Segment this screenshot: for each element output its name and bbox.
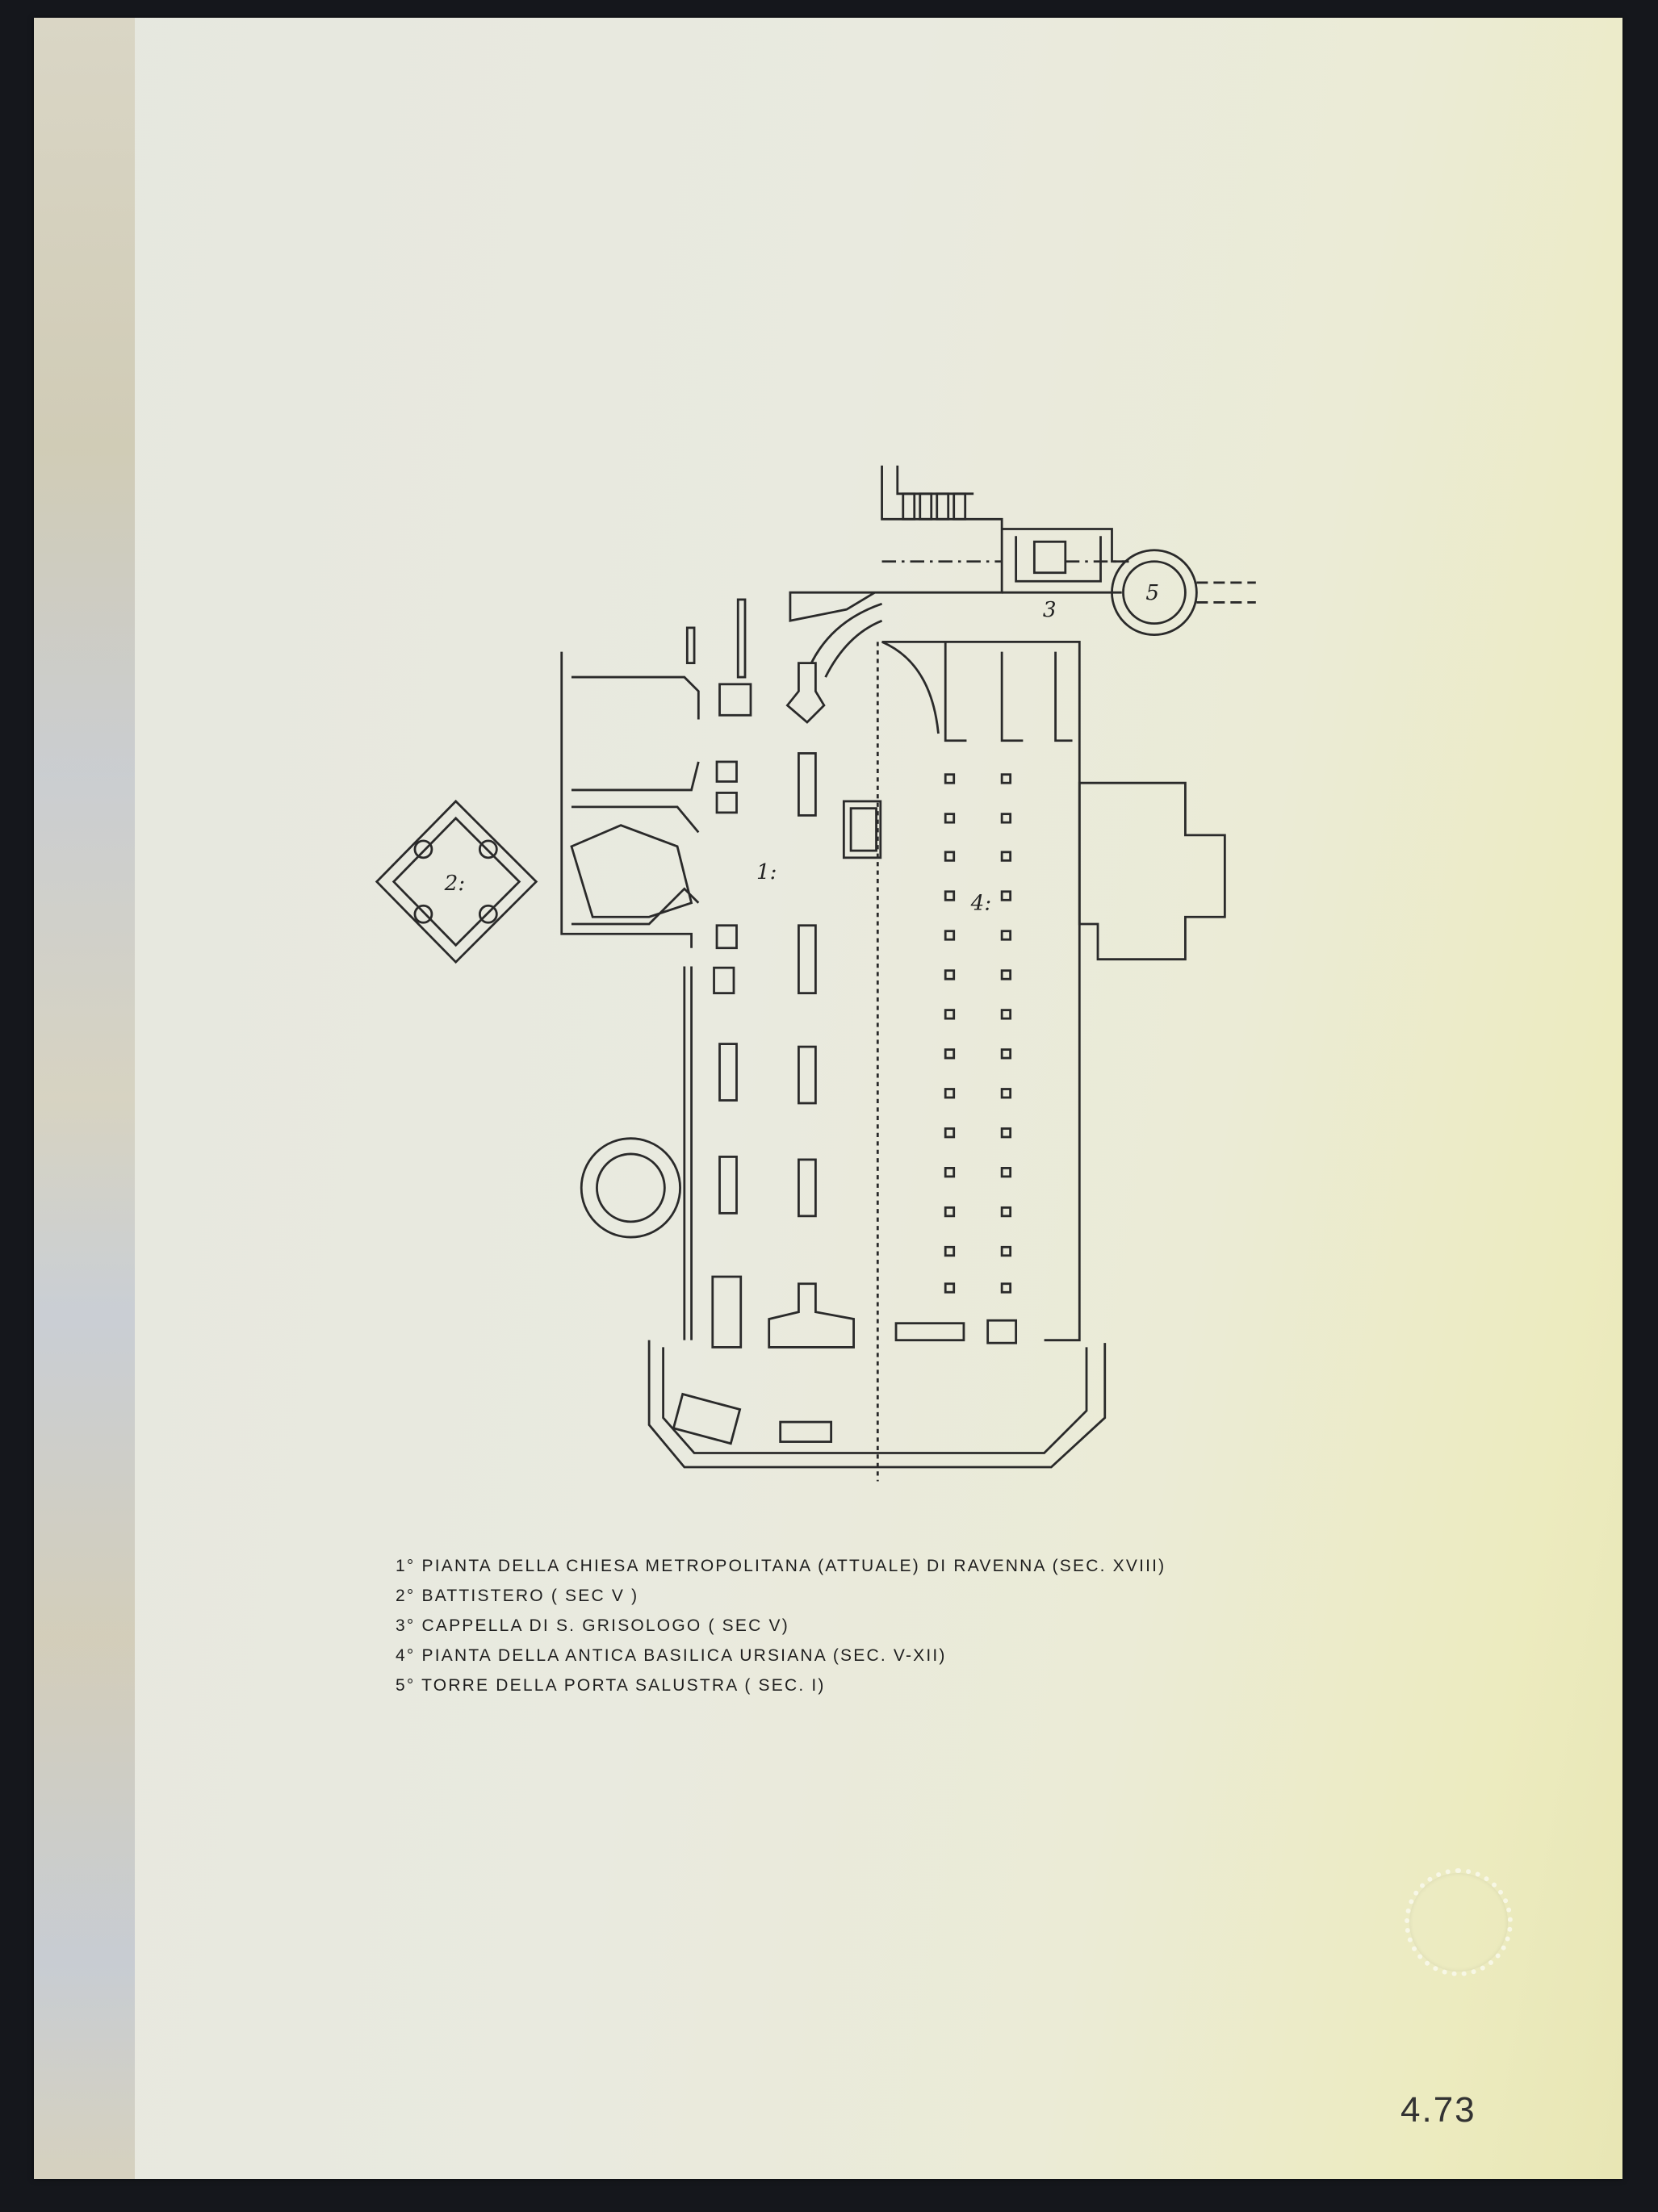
stained-binding-strip bbox=[34, 18, 135, 2179]
basilica-4-plan bbox=[881, 640, 1226, 1344]
legend-item-1: 1° PIANTA DELLA CHIESA METROPOLITANA (AT… bbox=[396, 1557, 1166, 1575]
legend-item-3: 3° CAPPELLA DI S. GRISOLOGO ( SEC V) bbox=[396, 1616, 789, 1635]
plan-label-2: 2: bbox=[444, 872, 466, 896]
plan-label-1: 1: bbox=[756, 860, 777, 884]
legend-item-5: 5° TORRE DELLA PORTA SALUSTRA ( SEC. I) bbox=[396, 1676, 826, 1695]
paper-sheet bbox=[34, 18, 1622, 2179]
forecourt-outline bbox=[647, 1340, 1107, 1469]
round-structure bbox=[580, 1137, 681, 1239]
plan-label-3: 3 bbox=[1043, 598, 1057, 622]
embossed-seal bbox=[1405, 1868, 1513, 1976]
tower-5-plan bbox=[1111, 549, 1256, 637]
cathedral-1-plan bbox=[560, 598, 882, 1445]
plan-legend: 1° PIANTA DELLA CHIESA METROPOLITANA (AT… bbox=[396, 1551, 1166, 1700]
colonnade bbox=[944, 773, 1012, 1294]
document-number: 4.73 bbox=[1401, 2090, 1476, 2130]
legend-item-2: 2° BATTISTERO ( SEC V ) bbox=[396, 1587, 639, 1605]
legend-item-4: 4° PIANTA DELLA ANTICA BASILICA URSIANA … bbox=[396, 1646, 947, 1665]
baptistery-2-plan bbox=[375, 799, 538, 964]
plan-label-4: 4: bbox=[970, 892, 992, 916]
chapel-3-plan bbox=[789, 465, 1129, 678]
plan-label-5: 5 bbox=[1145, 581, 1159, 605]
